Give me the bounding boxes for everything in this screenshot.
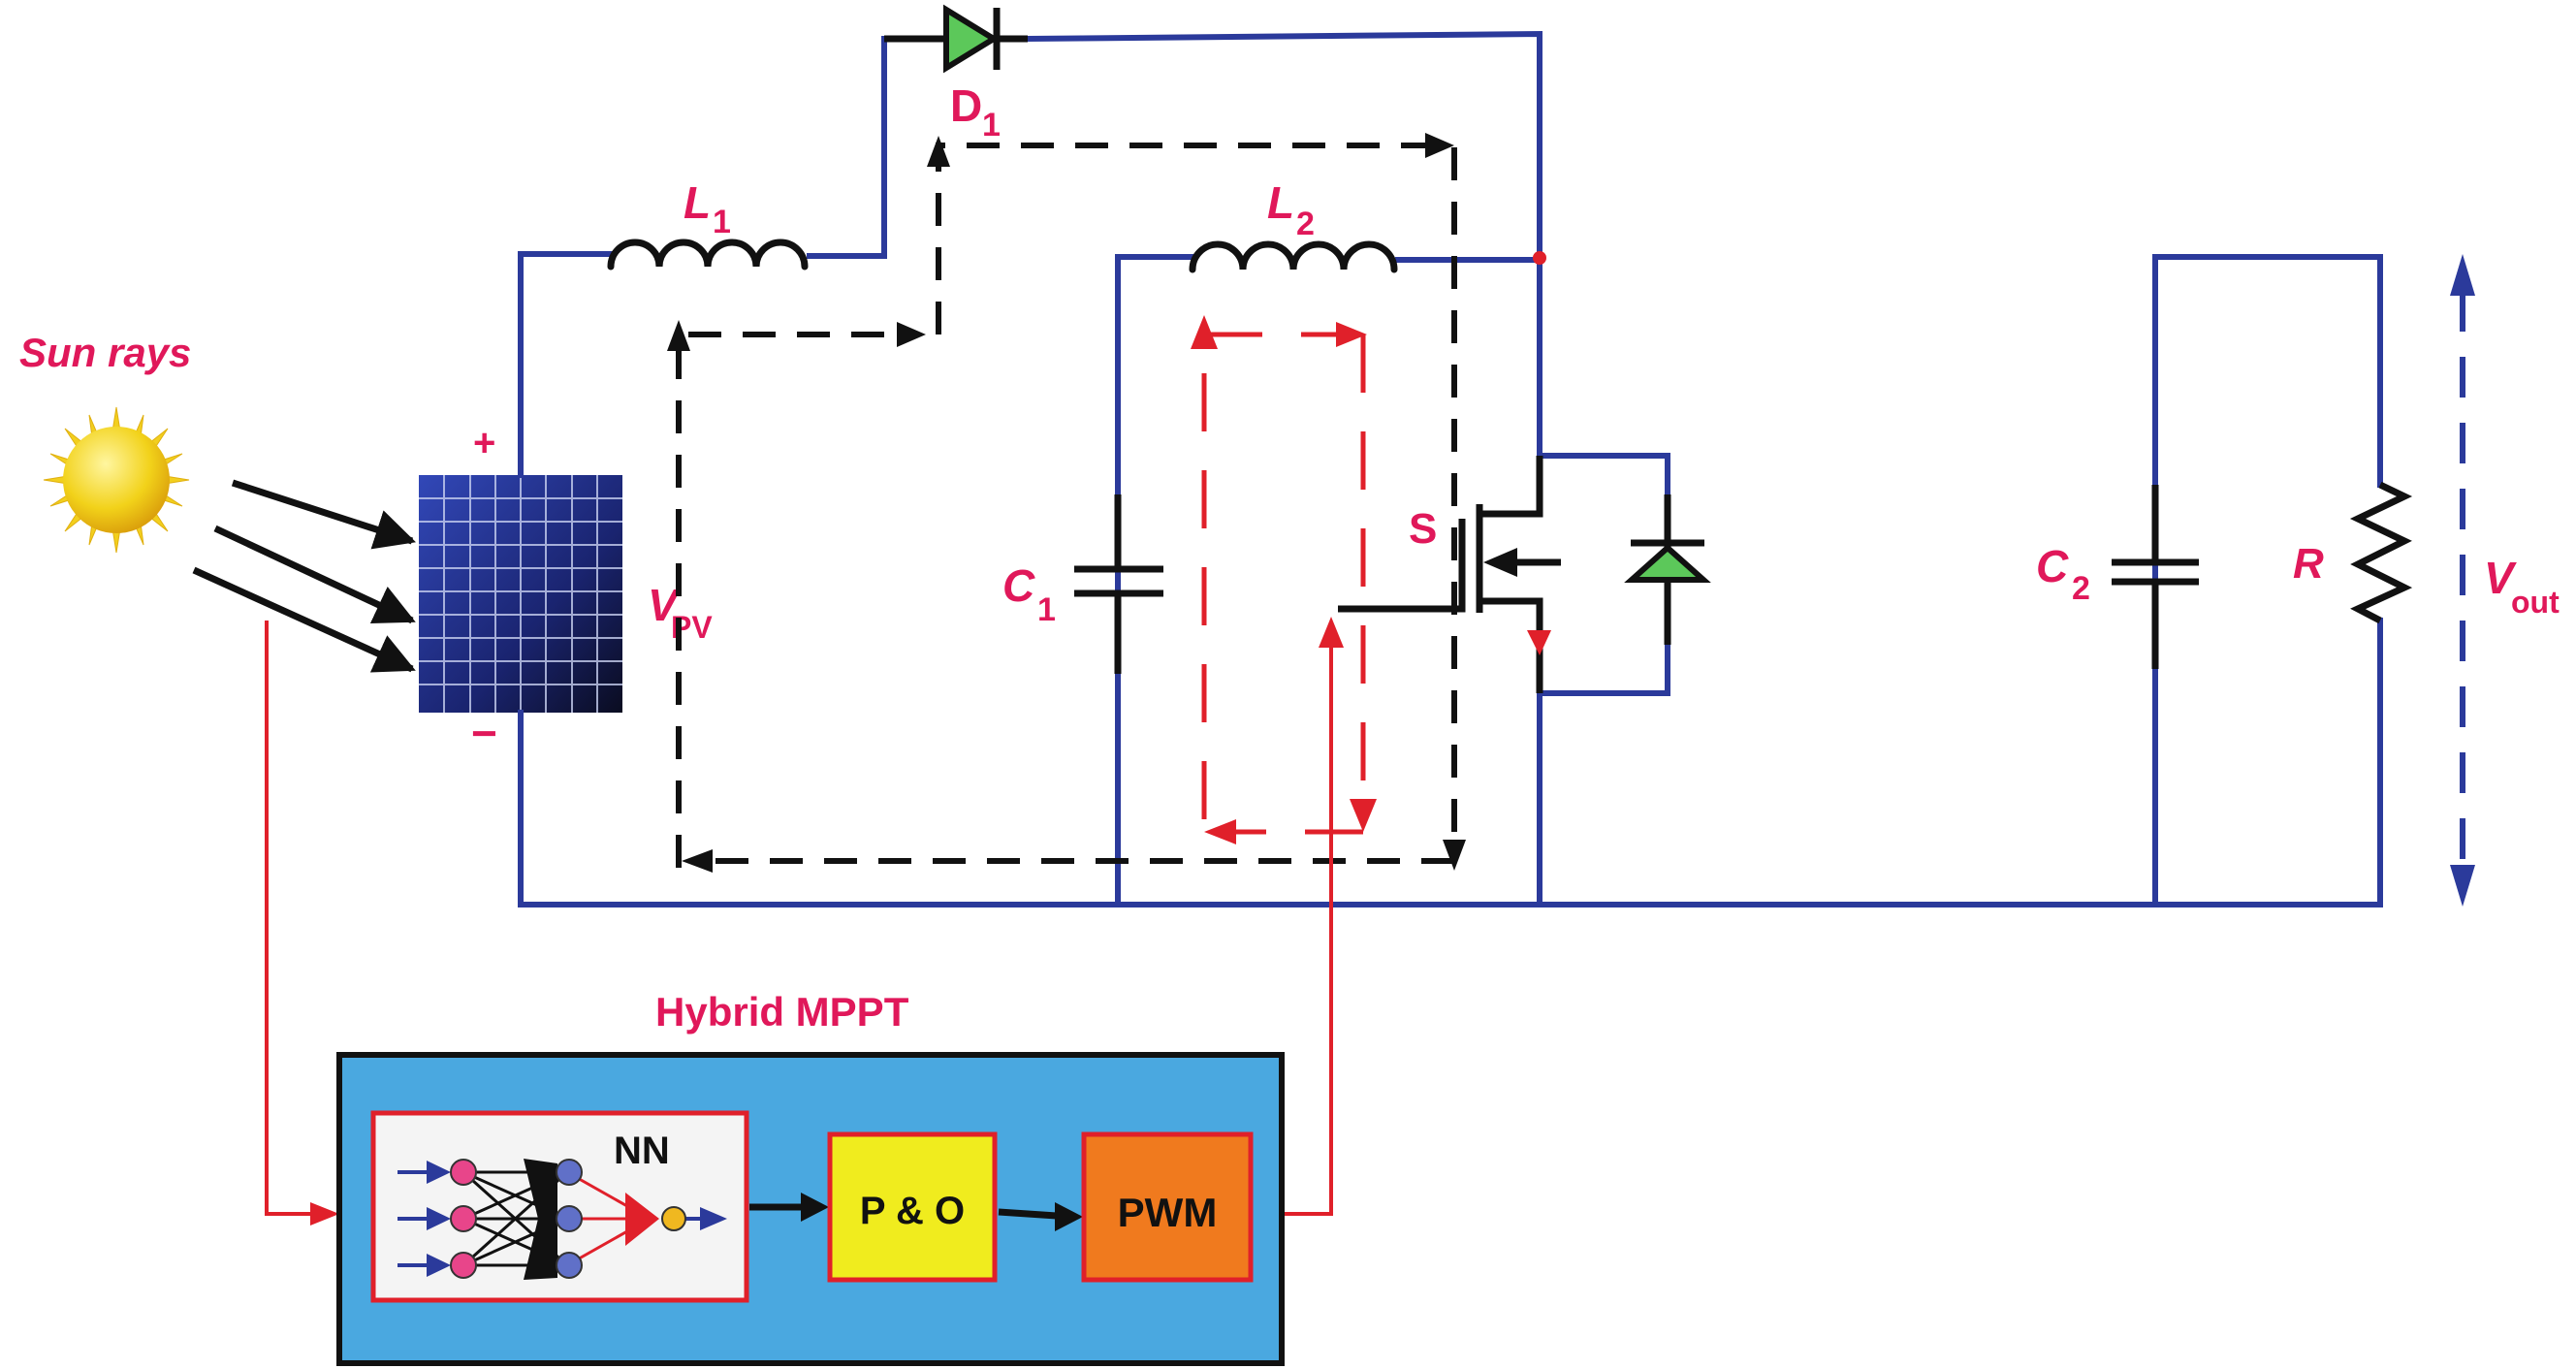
- nn-block[interactable]: NN: [370, 1110, 749, 1303]
- switch-s-label: S: [1409, 505, 1437, 553]
- l2-label: L 2: [1267, 177, 1315, 242]
- hybrid-mppt-controller: NN: [336, 1052, 1285, 1366]
- c2-label: C 2: [2036, 541, 2090, 607]
- svg-text:C: C: [1002, 560, 1035, 611]
- svg-text:out: out: [2511, 585, 2560, 620]
- junction-node: [1533, 251, 1546, 265]
- inductor-l1-icon: [607, 239, 809, 271]
- resistor-r-icon: [2349, 481, 2413, 624]
- current-path-red: [1191, 315, 1377, 844]
- body-diode-icon: [1624, 494, 1711, 645]
- gate-drive-signal: [1282, 617, 1344, 1216]
- mosfet-switch-icon: [1338, 456, 1561, 693]
- svg-text:2: 2: [1296, 206, 1315, 242]
- neural-network-icon: [398, 1159, 727, 1280]
- svg-text:L: L: [1267, 177, 1294, 228]
- diode-d1-icon: [884, 4, 1028, 74]
- po-block[interactable]: P & O: [827, 1131, 998, 1283]
- po-label: P & O: [860, 1190, 965, 1232]
- svg-text:C: C: [2036, 541, 2069, 591]
- svg-text:1: 1: [713, 204, 731, 240]
- vout-arrow-icon: [2450, 254, 2475, 907]
- svg-text:V: V: [2484, 553, 2517, 603]
- d1-label: D 1: [950, 80, 1001, 143]
- pv-plus-label: +: [473, 422, 495, 464]
- pv-minus-label: −: [471, 708, 497, 758]
- arrow-head-icon: [801, 1193, 829, 1222]
- svg-text:1: 1: [982, 107, 1001, 143]
- capacitor-c2-icon: [2112, 485, 2199, 669]
- sun-ray-arrow: [192, 566, 416, 673]
- arrow-head-icon: [1055, 1202, 1083, 1231]
- capacitor-c1-icon: [1074, 494, 1163, 674]
- svg-text:1: 1: [1037, 591, 1056, 628]
- solar-panel-icon: [419, 475, 622, 713]
- pwm-block[interactable]: PWM: [1081, 1131, 1254, 1283]
- vout-label: V out: [2484, 553, 2560, 620]
- c1-label: C 1: [1002, 560, 1056, 628]
- sun-ray-arrow: [213, 525, 416, 624]
- pwm-label: PWM: [1118, 1190, 1218, 1235]
- inductor-l2-icon: [1189, 240, 1398, 273]
- pv-sense-signal: [265, 621, 339, 1226]
- sun-rays-label: Sun rays: [19, 330, 191, 375]
- circuit-wires: [518, 30, 2383, 907]
- resistor-r-label: R: [2293, 540, 2324, 588]
- sun-icon: [43, 406, 190, 554]
- svg-text:V: V: [648, 580, 681, 630]
- po-to-pwm-arrow: [998, 1208, 1058, 1220]
- svg-text:D: D: [950, 80, 982, 131]
- svg-text:L: L: [684, 177, 711, 228]
- svg-text:2: 2: [2072, 570, 2090, 607]
- controller-title: Hybrid MPPT: [655, 989, 909, 1035]
- sun-ray-arrow: [231, 479, 416, 550]
- nn-label: NN: [614, 1130, 670, 1172]
- l1-label: L 1: [684, 177, 731, 240]
